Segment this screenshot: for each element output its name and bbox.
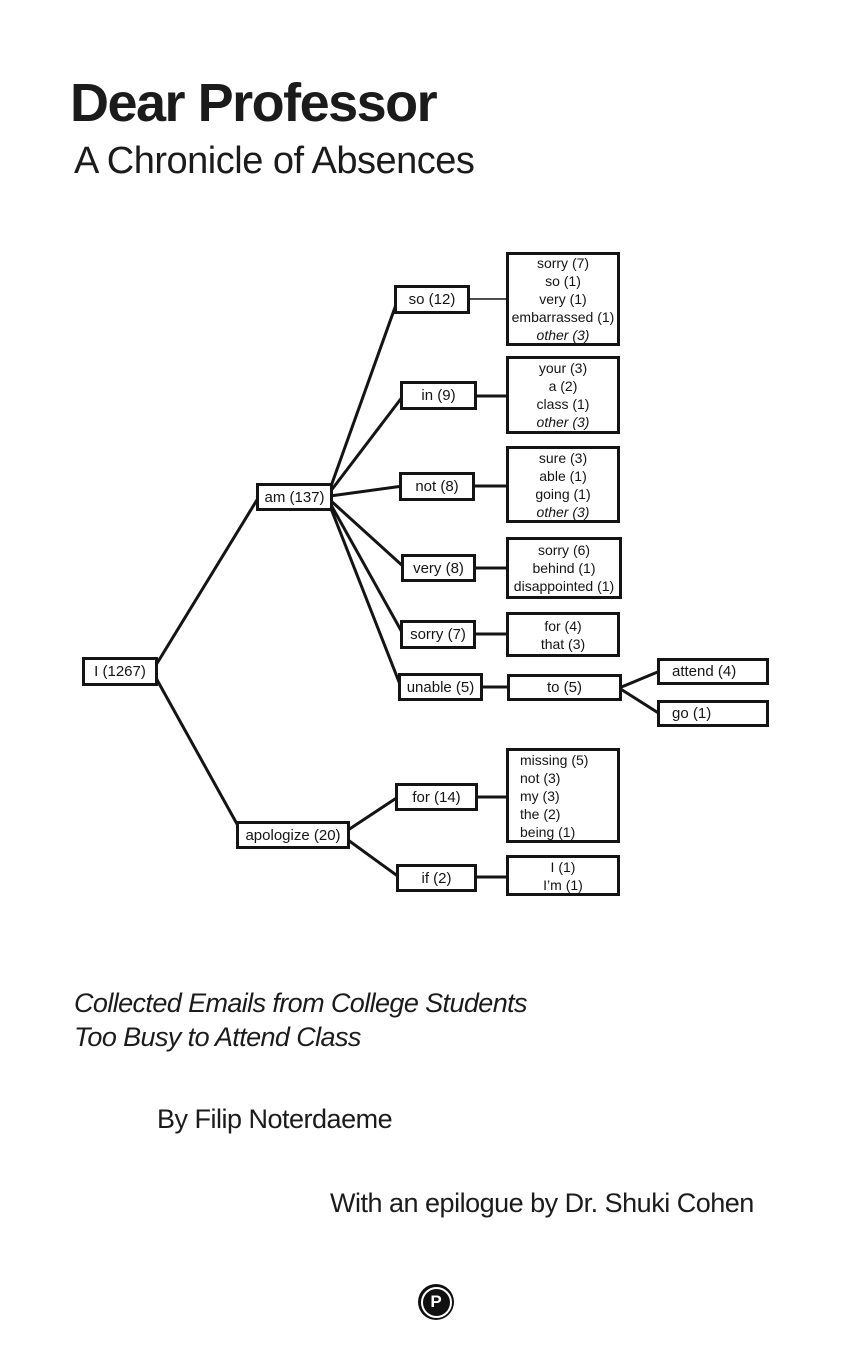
leaf-line: my (3)	[520, 787, 560, 804]
tree-node-unable: unable (5)	[398, 673, 483, 701]
tree-node-apologize: apologize (20)	[236, 821, 350, 849]
leaf-line: other (3)	[536, 414, 590, 430]
leaf-line: a (2)	[548, 378, 578, 394]
leaf-line: very (1)	[539, 291, 587, 307]
leaf-line: being (1)	[520, 823, 576, 840]
leaf-line: embarrassed (1)	[511, 309, 615, 325]
tree-leaf-in-children: your (3) a (2) class (1) other (3)	[506, 356, 620, 434]
tree-node-am: am (137)	[256, 483, 333, 511]
connector-line	[328, 298, 400, 490]
connector-line	[347, 795, 399, 832]
connector-line	[154, 494, 262, 666]
connector-line	[328, 498, 407, 570]
tree-leaf-sorry-children: for (4) that (3)	[506, 612, 620, 657]
leaf-line: missing (5)	[520, 751, 589, 768]
leaf-line: able (1)	[539, 467, 587, 484]
tree-leaf-for-children: missing (5) not (3) my (3) the (2) being…	[506, 748, 620, 843]
tree-node-root: I (1267)	[82, 657, 158, 686]
tree-leaf-not-children: sure (3) able (1) going (1) other (3)	[506, 446, 620, 523]
leaf-line: the (2)	[520, 805, 561, 822]
leaf-line: not (3)	[520, 769, 561, 786]
leaf-line: other (3)	[536, 503, 590, 520]
leaf-line: so (1)	[545, 273, 581, 289]
connector-line	[347, 838, 400, 879]
connector-line	[329, 484, 404, 498]
tree-node-if: if (2)	[396, 864, 477, 892]
tree-node-to: to (5)	[507, 674, 622, 701]
leaf-line: sorry (7)	[536, 255, 590, 271]
tree-node-not: not (8)	[399, 472, 475, 501]
publisher-logo-initial: P	[420, 1286, 452, 1318]
tree-node-so: so (12)	[394, 285, 470, 314]
leaf-line: sorry (6)	[537, 542, 591, 558]
connector-line	[328, 395, 405, 493]
connector-line	[328, 502, 405, 635]
connector-line	[618, 686, 661, 716]
leaf-line: class (1)	[536, 396, 590, 412]
tagline-line-1: Collected Emails from College Students	[74, 988, 528, 1018]
leaf-line: other (3)	[536, 327, 590, 343]
book-title: Dear Professor	[70, 73, 438, 133]
leaf-line: your (3)	[538, 360, 588, 376]
tree-leaf-if-children: I (1) I’m (1)	[506, 855, 620, 896]
leaf-line: going (1)	[535, 485, 591, 502]
tree-node-for: for (14)	[395, 783, 478, 811]
leaf-line: that (3)	[540, 635, 586, 652]
leaf-line: for (4)	[544, 617, 582, 634]
tree-leaf-very-children: sorry (6) behind (1) disappointed (1)	[506, 537, 622, 599]
leaf-line: I’m (1)	[543, 876, 583, 893]
connector-line	[154, 677, 244, 834]
tree-node-go: go (1)	[657, 700, 769, 727]
leaf-line: disappointed (1)	[513, 578, 615, 594]
tree-leaf-so-children: sorry (7) so (1) very (1) embarrassed (1…	[506, 252, 620, 346]
book-subtitle: A Chronicle of Absences	[74, 140, 475, 182]
tagline: Collected Emails from College Students T…	[74, 986, 528, 1054]
connector-line	[328, 505, 403, 688]
tagline-line-2: Too Busy to Attend Class	[74, 1022, 361, 1052]
tree-node-sorry: sorry (7)	[400, 620, 476, 649]
tree-node-attend: attend (4)	[657, 658, 769, 685]
tree-node-very: very (8)	[401, 554, 476, 582]
publisher-logo: P	[418, 1284, 454, 1320]
leaf-line: I (1)	[550, 858, 576, 875]
connector-line	[618, 669, 661, 690]
tree-node-in: in (9)	[400, 381, 477, 410]
author-credit: By Filip Noterdaeme	[157, 1104, 393, 1134]
leaf-line: behind (1)	[532, 560, 596, 576]
leaf-line: sure (3)	[538, 449, 588, 466]
epilogue-credit: With an epilogue by Dr. Shuki Cohen	[330, 1188, 754, 1218]
